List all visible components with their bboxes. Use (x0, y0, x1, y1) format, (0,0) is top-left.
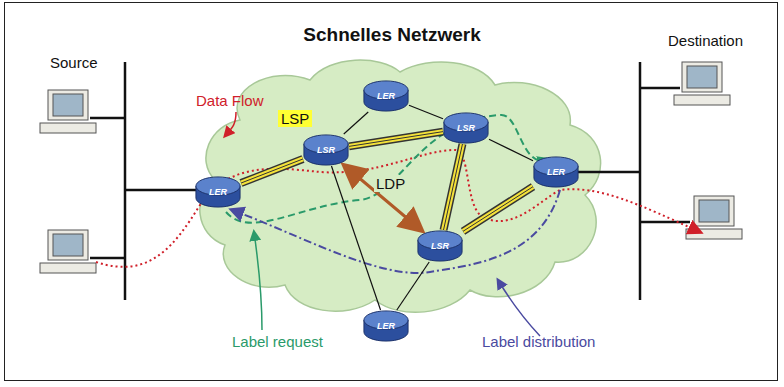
annotation: LSP (278, 110, 312, 127)
link-stroke (463, 187, 533, 232)
ldp-session (345, 166, 421, 230)
link-stroke (349, 132, 443, 147)
annotation: Data Flow (196, 92, 264, 109)
router-label: LER (377, 91, 395, 101)
link-stroke (444, 144, 463, 230)
network-link (397, 262, 429, 310)
data-flow-leader (225, 112, 236, 136)
link-stroke (349, 132, 443, 147)
lsp-link (444, 144, 463, 230)
link-stroke (241, 159, 303, 183)
destination-lan (578, 62, 690, 300)
network-link (409, 105, 443, 119)
link-stroke (344, 112, 368, 134)
link-stroke (463, 187, 533, 232)
router: LSR (443, 112, 489, 144)
link-stroke (444, 144, 463, 230)
router-label: LER (377, 321, 395, 331)
router-label: LER (547, 167, 565, 177)
link-stroke (241, 159, 303, 183)
title: Schnelles Netzwerk (0, 24, 784, 46)
router-label: LSR (457, 123, 475, 133)
lsp-link (349, 132, 443, 147)
annotation: Label request (232, 333, 323, 350)
annotation: Source (50, 54, 98, 71)
lsp-link (241, 159, 303, 183)
link-stroke (345, 166, 421, 230)
network-link (489, 139, 533, 161)
network-link (344, 112, 368, 134)
router-label: LSR (317, 145, 335, 155)
link-stroke (489, 139, 533, 161)
label-distribution-leader (498, 280, 540, 336)
link-stroke (444, 144, 463, 230)
annotation: Label distribution (482, 333, 595, 350)
router: LSR (303, 134, 349, 166)
link-stroke (409, 105, 443, 119)
link-stroke (241, 159, 303, 183)
router: LER (195, 176, 241, 208)
router-label: LER (209, 187, 227, 197)
link-label: LDP (374, 175, 407, 192)
link-stroke (463, 187, 533, 232)
link-stroke (397, 262, 429, 310)
router: LER (363, 80, 409, 112)
annotation: Destination (668, 32, 743, 49)
computer (40, 62, 742, 273)
router: LER (533, 156, 579, 188)
router: LSR (417, 230, 463, 262)
data-flow-path (96, 150, 700, 267)
router-label: LSR (431, 241, 449, 251)
link-stroke (349, 132, 443, 147)
router: LER (363, 310, 409, 342)
label-request-leader (254, 232, 262, 330)
lsp-link (463, 187, 533, 232)
